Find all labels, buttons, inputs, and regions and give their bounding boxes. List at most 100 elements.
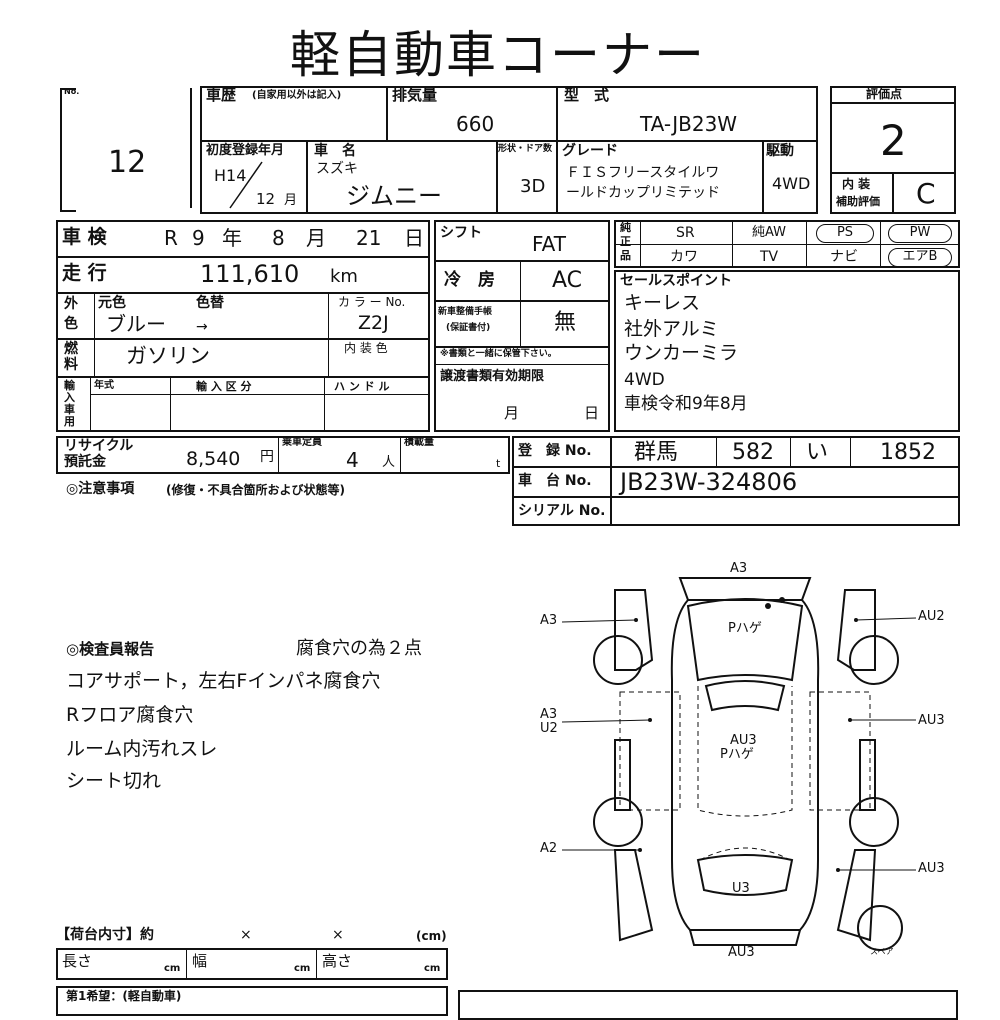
- equip-tv: TV: [760, 249, 779, 265]
- inspector-line-1: コアサポート，左右Fインパネ腐食穴: [66, 670, 381, 692]
- mileage-unit: km: [330, 266, 358, 287]
- drive-value: 4WD: [772, 174, 811, 193]
- diag-right-mid: AU3: [918, 713, 945, 728]
- diag-spare: スペア: [870, 947, 894, 956]
- interior-grade-label-2: 補助評価: [836, 195, 880, 208]
- header-block: [200, 86, 818, 214]
- mileage-label: 走 行: [62, 262, 107, 284]
- cargo-width-label: 幅: [192, 952, 208, 970]
- diag-rear-panel: U3: [732, 881, 750, 896]
- transfer-docs-month: 月: [504, 404, 520, 422]
- equip-ps: PS: [816, 224, 874, 243]
- inspector-label: ◎検査員報告: [66, 640, 155, 658]
- diag-left-front: A3: [540, 613, 558, 628]
- recycle-value: 8,540: [186, 448, 241, 470]
- fuel-value: ガソリン: [126, 344, 210, 368]
- first-reg-label: 初度登録年月: [206, 143, 285, 158]
- inspection-label: 車 検: [62, 226, 107, 248]
- sales-point-1: キーレス: [624, 292, 701, 314]
- chassis-label: 車 台 No.: [518, 473, 592, 489]
- diag-roof-2: Pハゲ: [720, 747, 754, 762]
- color-label-1: 外: [64, 296, 78, 312]
- page-title: 軽自動車コーナー: [290, 26, 706, 84]
- transfer-docs-day: 日: [584, 404, 600, 422]
- import-year-label: 年式: [94, 380, 114, 391]
- manual-note: ※書類と一緒に保管下さい。: [440, 349, 557, 359]
- equip-navi: ナビ: [830, 249, 858, 265]
- recycle-label-1: リサイクル: [64, 438, 134, 454]
- diag-left-rear: A2: [540, 841, 558, 856]
- inspection-year: 9: [192, 226, 205, 250]
- info-block-center: [434, 220, 610, 432]
- cargo-times-1: ×: [240, 927, 252, 943]
- manual-label-1: 新車整備手帳: [438, 307, 493, 317]
- sales-point-4: 4WD: [624, 370, 665, 390]
- lot-bracket-right: [184, 88, 192, 208]
- first-reg-month: 12: [256, 190, 276, 208]
- lot-label: No.: [64, 87, 80, 96]
- bottom-stamp: 第1希望：(軽自動車): [66, 989, 182, 1003]
- displacement-label: 排気量: [392, 86, 438, 104]
- cargo-height-cm: cm: [424, 963, 441, 974]
- inspection-day: 21: [356, 226, 382, 250]
- drive-label: 駆動: [766, 143, 794, 159]
- grade-label: グレード: [562, 143, 618, 159]
- diag-left-mid-2: U2: [540, 721, 558, 736]
- equip-aw: 純AW: [752, 225, 787, 240]
- recycle-label-2: 預託金: [64, 454, 106, 470]
- color-code-label: カ ラ ー No.: [338, 295, 406, 309]
- equipment-label-1: 純: [620, 221, 631, 234]
- info-block-left: [56, 220, 430, 432]
- capacity-value: 4: [346, 448, 359, 472]
- body-doors-label: 形状・ドア数: [498, 144, 553, 154]
- recycle-unit: 円: [260, 449, 274, 465]
- grade-line2: ールドカップリミテッド: [566, 185, 720, 201]
- inspection-era: R: [164, 226, 178, 250]
- sales-points-block: [614, 270, 960, 432]
- body-doors-value: 3D: [520, 176, 546, 197]
- equip-leather: カワ: [670, 249, 698, 265]
- diag-right-rear: AU3: [918, 861, 945, 876]
- chassis-value: JB23W-324806: [620, 468, 798, 496]
- import-label-3: 車: [64, 403, 75, 416]
- displacement-value: 660: [456, 112, 495, 136]
- color-original: ブルー: [106, 312, 166, 336]
- color-arrow: →: [196, 319, 208, 335]
- diag-roof-1: AU3: [730, 733, 757, 748]
- load-label: 積載量: [404, 437, 434, 448]
- serial-label: シリアル No.: [518, 503, 606, 519]
- registration-number: 1852: [880, 440, 936, 465]
- history-note: (自家用以外は記入): [252, 90, 342, 101]
- car-name-label: 車 名: [314, 143, 356, 159]
- equipment-label-3: 品: [620, 249, 631, 262]
- interior-color-label: 内 装 色: [344, 341, 388, 355]
- import-label-4: 用: [64, 415, 75, 428]
- load-unit: t: [496, 457, 501, 470]
- import-type-label: 輸 入 区 分: [196, 380, 252, 393]
- inspection-day-unit: 日: [404, 226, 424, 250]
- color-code: Z2J: [358, 312, 389, 334]
- model-label: 型 式: [564, 86, 610, 104]
- caution-note: (修復・不具合箇所および状態等): [166, 483, 345, 497]
- car-name-value: ジムニー: [346, 182, 442, 210]
- cargo-width-cm: cm: [294, 963, 311, 974]
- color-label-2: 色: [64, 316, 78, 332]
- registration-area: 群馬: [634, 440, 679, 465]
- sales-point-2: 社外アルミ: [624, 318, 719, 340]
- shift-value: FAT: [532, 232, 567, 256]
- transfer-docs-label: 譲渡書類有効期限: [440, 369, 545, 384]
- score-value: 2: [880, 116, 907, 165]
- import-label-1: 輸: [64, 379, 75, 392]
- shift-label: シフト: [440, 225, 482, 241]
- diag-hood: Pハゲ: [728, 621, 762, 636]
- cargo-length-cm: cm: [164, 963, 181, 974]
- inspector-line-3: ルーム内汚れスレ: [66, 738, 218, 760]
- import-handle-label: ハ ン ド ル: [334, 380, 390, 393]
- inspection-month: 8: [272, 226, 285, 250]
- diag-right-front: AU2: [918, 609, 945, 624]
- bottom-right-box: [458, 990, 958, 1020]
- interior-grade-value: C: [916, 177, 936, 210]
- equipment-label-2: 正: [620, 235, 631, 248]
- cargo-unit: (cm): [416, 929, 447, 943]
- import-label-2: 入: [64, 391, 75, 404]
